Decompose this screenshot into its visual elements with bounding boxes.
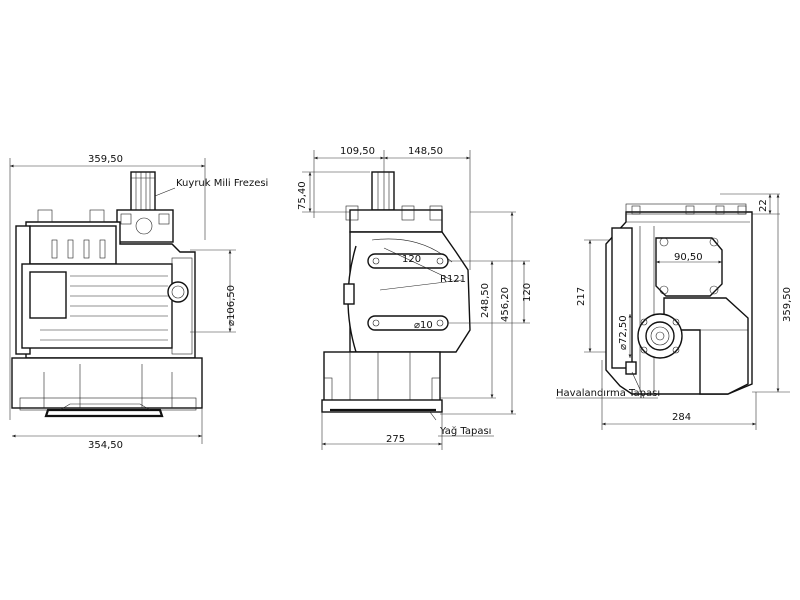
front-dim-top-width: 359,50 [88,154,123,165]
front-label-shaft: Kuyruk Mili Frezesi [176,178,268,189]
side-dim-height-b: 456,20 [500,287,511,322]
front-dim-shaft-diameter: ⌀106,50 [226,285,237,326]
rear-dim-flange: 90,50 [674,252,703,263]
side-dim-slot-length: 120 [402,254,421,265]
rear-dim-total-height: 359,50 [782,287,793,322]
rear-dim-hub-diameter: ⌀72,50 [618,315,629,350]
front-view: 359,50 Kuyruk Mili Frezesi [9,154,268,451]
rear-view: 22 359,50 217 90,50 [556,193,793,430]
side-dim-hole: ⌀10 [414,320,433,331]
side-dim-top-height: 75,40 [297,181,308,210]
side-dim-height-a: 248,50 [480,283,491,318]
side-dim-radius: R121 [440,274,466,285]
side-dim-height-c: 120 [522,283,533,302]
side-dim-right-top: 148,50 [408,146,443,157]
side-label-drain: Yağ Tapası [439,425,491,437]
side-dim-left-top: 109,50 [340,146,375,157]
rear-label-vent: Havalandırma Tapası [556,388,660,399]
rear-dim-top-offset: 22 [758,199,769,212]
side-dim-bottom-width: 275 [386,434,405,445]
rear-dim-bottom-width: 284 [672,412,691,423]
front-dim-bottom-width: 354,50 [88,440,123,451]
rear-dim-height-left: 217 [576,287,587,306]
side-view: 109,50 148,50 75,40 120 R121 ⌀10 [297,146,533,450]
